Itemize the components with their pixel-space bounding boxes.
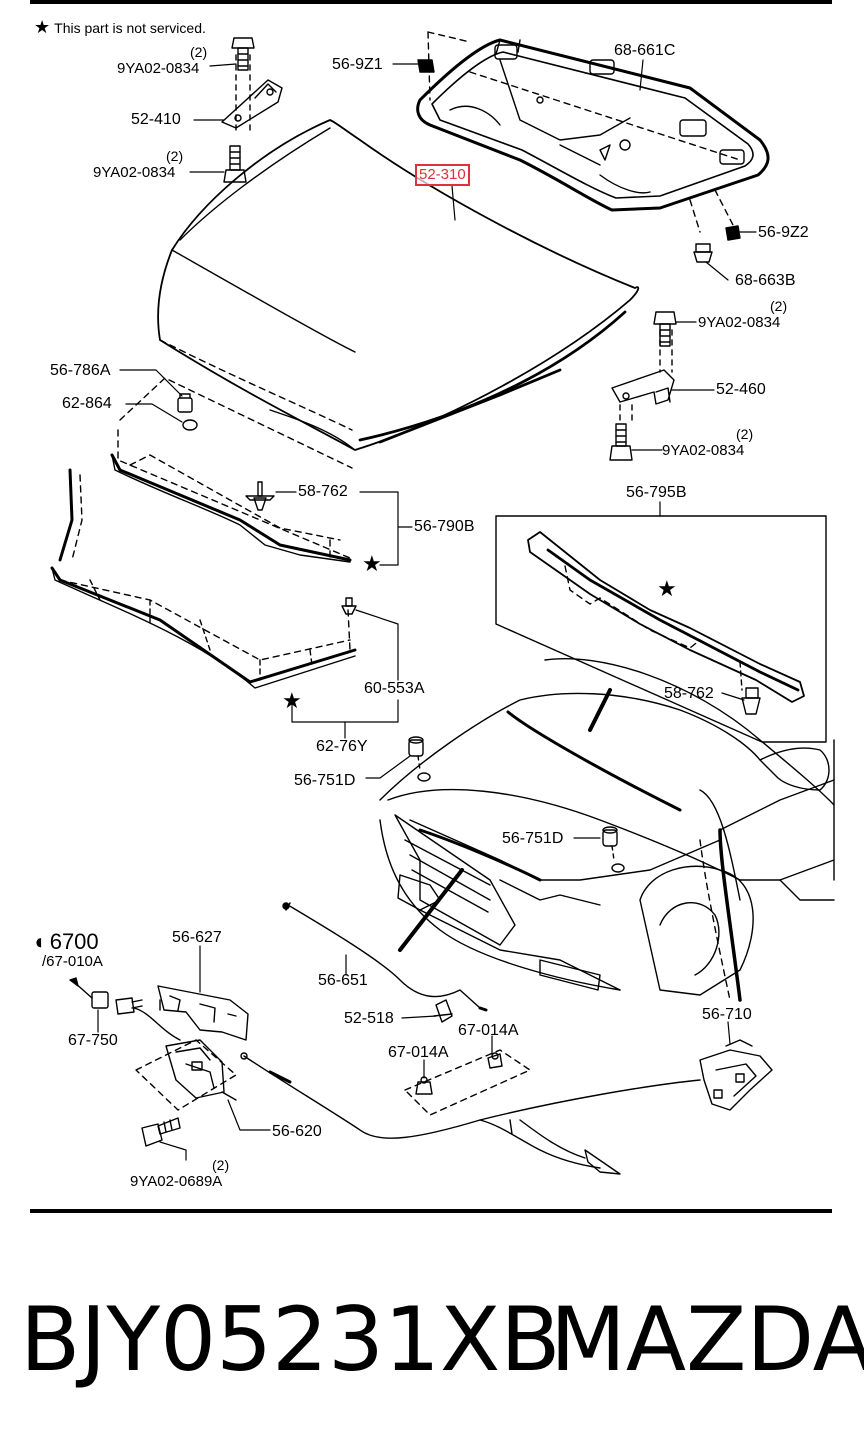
release-lever-710-drawing: [699, 1039, 773, 1111]
part-label-clip-014a-b: 67-014A: [388, 1044, 449, 1061]
clip-518-shape: [433, 999, 453, 1023]
part-label-hood-highlighted: 52-310: [415, 164, 470, 186]
bottom-rule: [30, 1209, 832, 1213]
part-label-plug-864: 62-864: [62, 395, 112, 412]
part-label-insulator: 68-661C: [614, 42, 676, 59]
part-label-hinge-bolt-top: 9YA02-0834: [117, 60, 200, 77]
part-label-clip-762-b: 58-762: [664, 685, 714, 702]
clip-9z2-shape: [725, 225, 741, 241]
detail-box-795b: [495, 515, 827, 743]
bumper-786a-shape: [177, 393, 193, 413]
car-drawing: [379, 657, 835, 1002]
latch-620-drawing: [135, 1039, 237, 1111]
part-label-cover-627: 56-627: [172, 929, 222, 946]
part-label-seal-795b: 56-795B: [626, 484, 687, 501]
hinge-right-drawing: [611, 329, 675, 426]
bolt-mid-left: [223, 145, 247, 183]
release-cable-drawing: [240, 1052, 701, 1175]
top-rule: [30, 0, 832, 4]
part-label-release-710: 56-710: [702, 1006, 752, 1023]
part-label-clip-9z1: 56-9Z1: [332, 56, 383, 73]
clip-014a-a-shape: [487, 1052, 503, 1069]
part-label-clip-9z2: 56-9Z2: [758, 224, 809, 241]
bolt-top-left: [231, 37, 255, 71]
part-label-clip-762-a: 58-762: [298, 483, 348, 500]
part-label-cable-651: 56-651: [318, 972, 368, 989]
seal-790b-drawing: [110, 429, 352, 563]
part-label-partial-010a: /67-010A: [42, 953, 103, 970]
star-icon: ★: [34, 17, 51, 37]
part-number: BJY05231XB: [20, 1288, 561, 1391]
part-label-latch-620: 56-620: [272, 1123, 322, 1140]
bolt-bottom-right: [609, 423, 633, 461]
hood-drawing: [119, 119, 640, 469]
qty-label: (2): [736, 426, 754, 442]
part-label-hinge-bolt-mid: 9YA02-0834: [93, 164, 176, 181]
note-text: This part is not serviced.: [54, 20, 206, 36]
brand-name: MAZDA: [550, 1288, 864, 1391]
part-label-hinge-left: 52-410: [131, 111, 181, 128]
part-label-bumper-786a: 56-786A: [50, 362, 111, 379]
clip-group-box: [404, 1049, 531, 1116]
stopper-751d-b-shape: [602, 826, 625, 873]
part-label-rh-bolt-bottom: 9YA02-0834: [662, 442, 745, 459]
qty-label: (2): [770, 298, 788, 314]
stopper-751d-a-shape: [408, 736, 431, 782]
bolt-top-right: [653, 311, 677, 347]
leader-lines: [97, 59, 757, 1161]
not-serviced-note: ★This part is not serviced.: [34, 18, 206, 37]
part-label-connector-750: 67-750: [68, 1032, 118, 1049]
qty-label: (2): [212, 1157, 230, 1173]
part-label-clip-518: 52-518: [344, 1010, 394, 1027]
part-label-clip-014a-a: 67-014A: [458, 1022, 519, 1039]
star-icon: ★: [657, 576, 677, 601]
part-label-stopper-751d-a: 56-751D: [294, 772, 356, 789]
cable-651-drawing: [282, 902, 488, 1012]
part-label-clip-553a: 60-553A: [364, 680, 425, 697]
seal-76y-drawing: [50, 468, 357, 689]
qty-label: (2): [166, 148, 184, 164]
clip-9z1-shape: [417, 59, 435, 73]
part-label-partial-6700: ◖ 6700: [32, 929, 99, 954]
part-label-rh-bolt-top: 9YA02-0834: [698, 314, 781, 331]
hood-insulator-drawing: [416, 31, 770, 233]
part-label-stopper-751d-b: 56-751D: [502, 830, 564, 847]
part-label-hinge-right: 52-460: [716, 381, 766, 398]
part-label-fastener-663b: 68-663B: [735, 272, 796, 289]
qty-label: (2): [190, 44, 208, 60]
star-icon: ★: [362, 551, 382, 576]
plug-864-shape: [182, 419, 198, 431]
latch-cover-627-drawing: [157, 985, 249, 1041]
clip-553a-shape: [341, 597, 357, 615]
hinge-left-drawing: [221, 54, 283, 131]
star-icon: ★: [282, 688, 302, 713]
clip-762-b-shape: [741, 687, 761, 715]
clip-762-a-shape: [245, 481, 275, 511]
fastener-663b-shape: [693, 243, 713, 263]
part-label-seal-76y: 62-76Y: [316, 738, 368, 755]
bolt-0689a-drawing: [141, 1117, 181, 1147]
connector-750-drawing: [69, 977, 181, 1041]
part-label-seal-790b: 56-790B: [414, 518, 475, 535]
part-label-bolt-0689a: 9YA02-0689A: [130, 1173, 223, 1190]
